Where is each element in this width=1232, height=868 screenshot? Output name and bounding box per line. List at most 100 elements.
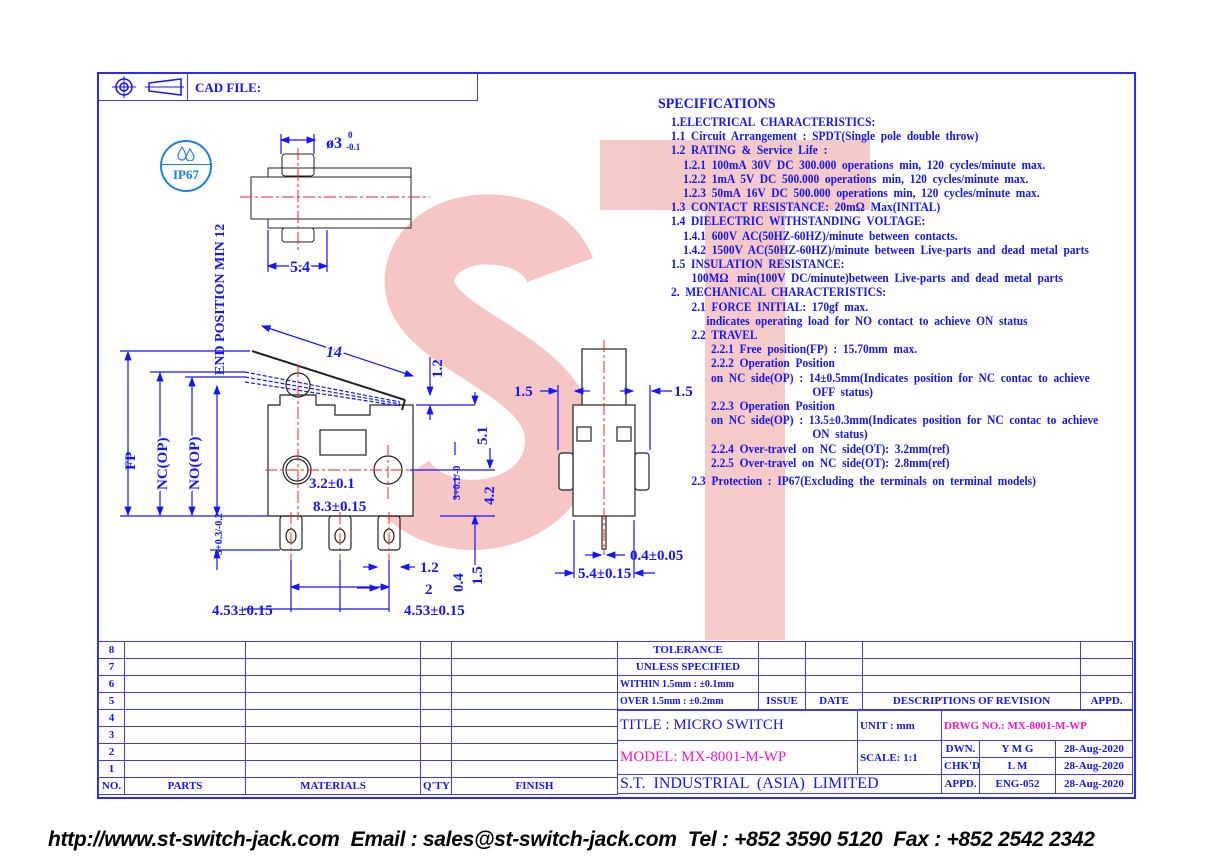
spec-line: 2.2 TRAVEL	[691, 328, 758, 343]
spec-line: 100MΩ min(100V DC/minute)between Live-pa…	[691, 271, 1063, 286]
signoff-name: L M	[979, 757, 1056, 775]
dim-diameter: ø3	[326, 135, 342, 152]
dim-diameter-tol-upper: 0	[348, 130, 353, 140]
signoff-name: Y M G	[979, 740, 1056, 758]
spec-line: 1.2 RATING & Service Life :	[671, 143, 828, 158]
spec-line: 1.4.2 1500V AC(50HZ-60HZ)/minute between…	[683, 242, 1089, 257]
badge-divider	[162, 164, 210, 165]
row-number: 3	[98, 726, 125, 744]
header-strip: CAD FILE:	[99, 74, 478, 101]
drawing-frame	[97, 72, 1136, 799]
spec-line: 1.ELECTRICAL CHARACTERISTICS:	[671, 115, 876, 129]
top-view-dimensions	[266, 134, 329, 272]
water-drops-icon	[177, 145, 195, 161]
tolerance-title: TOLERANCE	[617, 641, 759, 659]
spec-line: 1.4.1 600V AC(50HZ-60HZ)/minute between …	[683, 228, 958, 243]
spec-line: 2.2.3 Operation Position	[711, 399, 835, 414]
signoff-role: CHK'D	[941, 757, 980, 775]
row-number: 8	[98, 641, 125, 659]
row-number: 5	[98, 692, 125, 710]
spec-line: 2.2.2 Operation Position	[711, 356, 835, 371]
spec-line: indicates operating load for NO contact …	[706, 313, 1028, 328]
dim-end-position: END POSITION MIN 12	[213, 224, 228, 375]
spec-line: ON status)	[812, 427, 868, 442]
drawing-number: DRWG NO.: MX-8001-M-WP	[941, 710, 1133, 741]
title-block: TITLE : MICRO SWITCH UNIT : mm DRWG NO.:…	[617, 710, 1133, 794]
dim-8-3: 8.3±0.15	[313, 499, 366, 515]
spec-line: 2.2.4 Over-travel on NC side(OT): 3.2mm(…	[711, 441, 950, 456]
ip67-badge: IP67	[160, 140, 212, 192]
spec-line: 2. MECHANICAL CHARACTERISTICS:	[671, 285, 887, 300]
dim-2: 2	[425, 582, 433, 598]
spec-line: 2.2.1 Free position(FP) : 15.70mm max.	[711, 342, 918, 357]
row-number: 7	[98, 658, 125, 676]
header-no: NO.	[98, 777, 125, 795]
unit: UNIT : mm	[857, 710, 942, 741]
dim-no-op: NO(OP)	[187, 437, 203, 490]
signoff-role: DWN.	[941, 740, 980, 758]
dim-lever-length: 14	[326, 344, 342, 361]
dim-1-2: 1.2	[420, 560, 439, 576]
header-date: DATE	[805, 692, 863, 710]
spec-line: 1.2.3 50mA 16V DC 500.000 operations min…	[683, 186, 1040, 201]
signoff-name: ENG-052	[979, 774, 1056, 794]
spec-line: on NC side(OP) : 14±0.5mm(Indicates posi…	[711, 370, 1090, 385]
dim-pitch-left: 4.53±0.15	[212, 603, 273, 619]
dim-0-4: 0.4	[451, 573, 467, 592]
revision-table: TOLERANCE UNLESS SPECIFIED WITHIN 1.5mm …	[617, 641, 1133, 710]
side-view-dimensions	[120, 325, 495, 612]
specs-title: SPECIFICATIONS	[658, 96, 776, 112]
dim-side-left: 1.5	[514, 384, 533, 400]
company-name: S.T. INDUSTRIAL (ASIA) LIMITED	[617, 774, 942, 794]
dim-3-terminal: 3+0.3/-0.2	[214, 513, 225, 555]
header-divider	[187, 74, 188, 100]
header-appd: APPD.	[1080, 692, 1133, 710]
signoff-role: APPD.	[941, 774, 980, 794]
signoff-date: 28-Aug-2020	[1055, 757, 1133, 775]
tolerance-subtitle: UNLESS SPECIFIED	[617, 658, 759, 676]
dim-pitch-right: 4.53±0.15	[404, 603, 465, 619]
dim-4-2: 4.2	[482, 486, 498, 505]
spec-line: 1.3 CONTACT RESISTANCE: 20mΩ Max(INITAL)	[671, 200, 941, 215]
spec-line: 2.3 Protection : IP67(Excluding the term…	[691, 474, 1036, 489]
spec-line: 1.2.2 1mA 5V DC 500.000 operations min, …	[683, 171, 1029, 186]
top-view	[240, 148, 430, 250]
spec-line: 2.2.5 Over-travel on NC side(OT): 2.8mm(…	[711, 455, 950, 470]
dim-pin-thickness: 0.4±0.05	[630, 548, 683, 564]
dim-diameter-tol-lower: -0.1	[346, 142, 361, 152]
header-materials: MATERIALS	[245, 777, 421, 795]
row-number: 4	[98, 709, 125, 727]
header-qty: Q'TY	[420, 777, 452, 795]
spec-line: on NC side(OP) : 13.5±0.3mm(Indicates po…	[711, 413, 1099, 428]
projection-symbol-icon	[112, 76, 184, 98]
model: MODEL: MX-8001-M-WP	[617, 740, 858, 775]
row-number: 1	[98, 760, 125, 778]
spec-line: 1.4 DIELECTRIC WITHSTANDING VOLTAGE:	[671, 214, 926, 229]
dim-nc-op: NC(OP)	[155, 438, 171, 491]
cad-file-label: CAD FILE:	[195, 80, 262, 95]
ip67-label: IP67	[173, 167, 199, 182]
signoff-date: 28-Aug-2020	[1055, 774, 1133, 794]
drawing-title: TITLE : MICRO SWITCH	[617, 710, 858, 741]
tolerance-within: WITHIN 1.5mm : ±0.1mm	[617, 675, 759, 693]
header-parts: PARTS	[124, 777, 246, 795]
scale: SCALE: 1:1	[857, 740, 942, 775]
dim-1-5: 1.5	[470, 566, 486, 585]
end-view	[558, 340, 650, 555]
dim-3-tolerance: 3+0.1/-0	[452, 466, 463, 500]
dim-5-1: 5.1	[475, 426, 491, 445]
dim-3-2: 3.2±0.1	[309, 476, 355, 492]
contact-footer: http://www.st-switch-jack.com Email : sa…	[48, 828, 1095, 851]
row-number: 2	[98, 743, 125, 761]
spec-line: OFF status)	[812, 384, 873, 399]
dim-1-2-top: 1.2	[430, 359, 446, 378]
side-view	[244, 350, 420, 560]
spec-line: 1.5 INSULATION RESISTANCE:	[671, 257, 845, 272]
spec-line: 1.1 Circuit Arrangement : SPDT(Single po…	[671, 129, 979, 144]
signoff-date: 28-Aug-2020	[1055, 740, 1133, 758]
dim-fp: FP	[123, 452, 139, 470]
row-number: 6	[98, 675, 125, 693]
